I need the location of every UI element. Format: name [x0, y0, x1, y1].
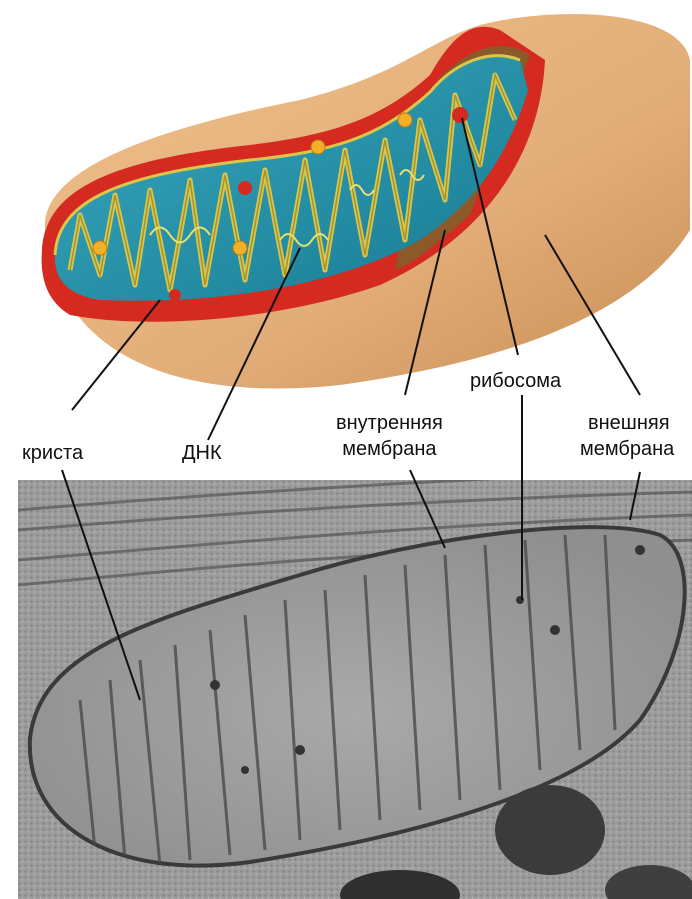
label-ribosome-text: рибосома [470, 368, 561, 394]
label-dna: ДНК [182, 440, 222, 466]
label-outer-membrane: внешняя мембрана [580, 410, 692, 462]
label-inner-membrane-line2: мембрана [336, 436, 443, 462]
label-crista: криста [22, 440, 83, 466]
label-outer-membrane-line2: мембрана [580, 436, 692, 462]
label-ribosome: рибосома [470, 368, 561, 394]
label-inner-membrane: внутренняя мембрана [336, 410, 443, 462]
label-crista-text: криста [22, 440, 83, 466]
label-dna-text: ДНК [182, 440, 222, 466]
label-outer-membrane-line1: внешняя [580, 410, 692, 436]
label-inner-membrane-line1: внутренняя [336, 410, 443, 436]
electron-micrograph [18, 470, 692, 899]
mitochondrion-illustration [42, 14, 690, 388]
